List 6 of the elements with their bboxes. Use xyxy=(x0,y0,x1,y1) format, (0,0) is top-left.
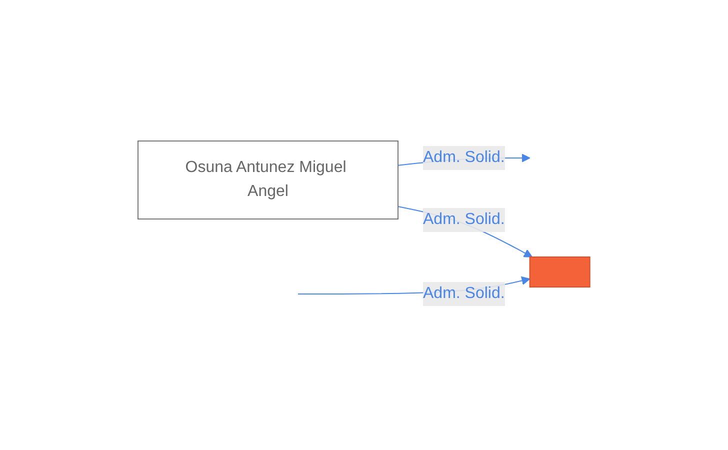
node-building xyxy=(529,256,590,288)
arrow xyxy=(398,206,533,258)
edge-label: Adm. Solid. xyxy=(423,149,505,166)
node-box: Osuna Antunez Miguel Angel xyxy=(138,140,399,220)
edge-label: Adm. Solid. xyxy=(423,285,505,302)
edge-label: Adm. Solid. xyxy=(423,211,505,228)
